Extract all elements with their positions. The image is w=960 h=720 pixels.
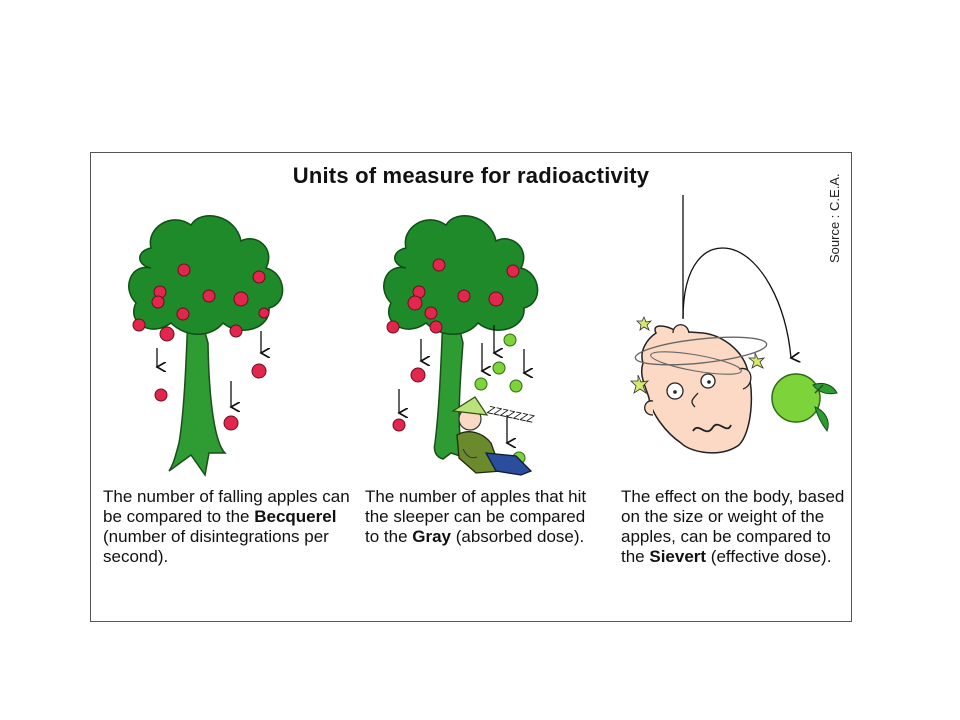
green-apple [771,373,821,423]
tree-gray: ZZZZZZZ [383,215,539,476]
illustration-art: ZZZZZZZ [128,195,838,477]
sleeping-zzz: ZZZZZZZ [485,404,536,426]
tree-becquerel [128,215,284,477]
caption-gray: The number of apples that hit the sleepe… [365,487,587,546]
trunk [433,311,465,460]
caption-becquerel: The number of falling apples can be comp… [103,487,350,566]
caption-sievert: The effect on the body, based on the siz… [621,487,845,566]
diagram-title: Units of measure for radioactivity [292,163,650,188]
sleeper-figure [451,396,533,476]
illustration-panel: Units of measure for radioactivity Sourc… [90,152,852,622]
trunk [168,311,227,477]
face [640,325,753,454]
dizzy-head [630,195,838,454]
